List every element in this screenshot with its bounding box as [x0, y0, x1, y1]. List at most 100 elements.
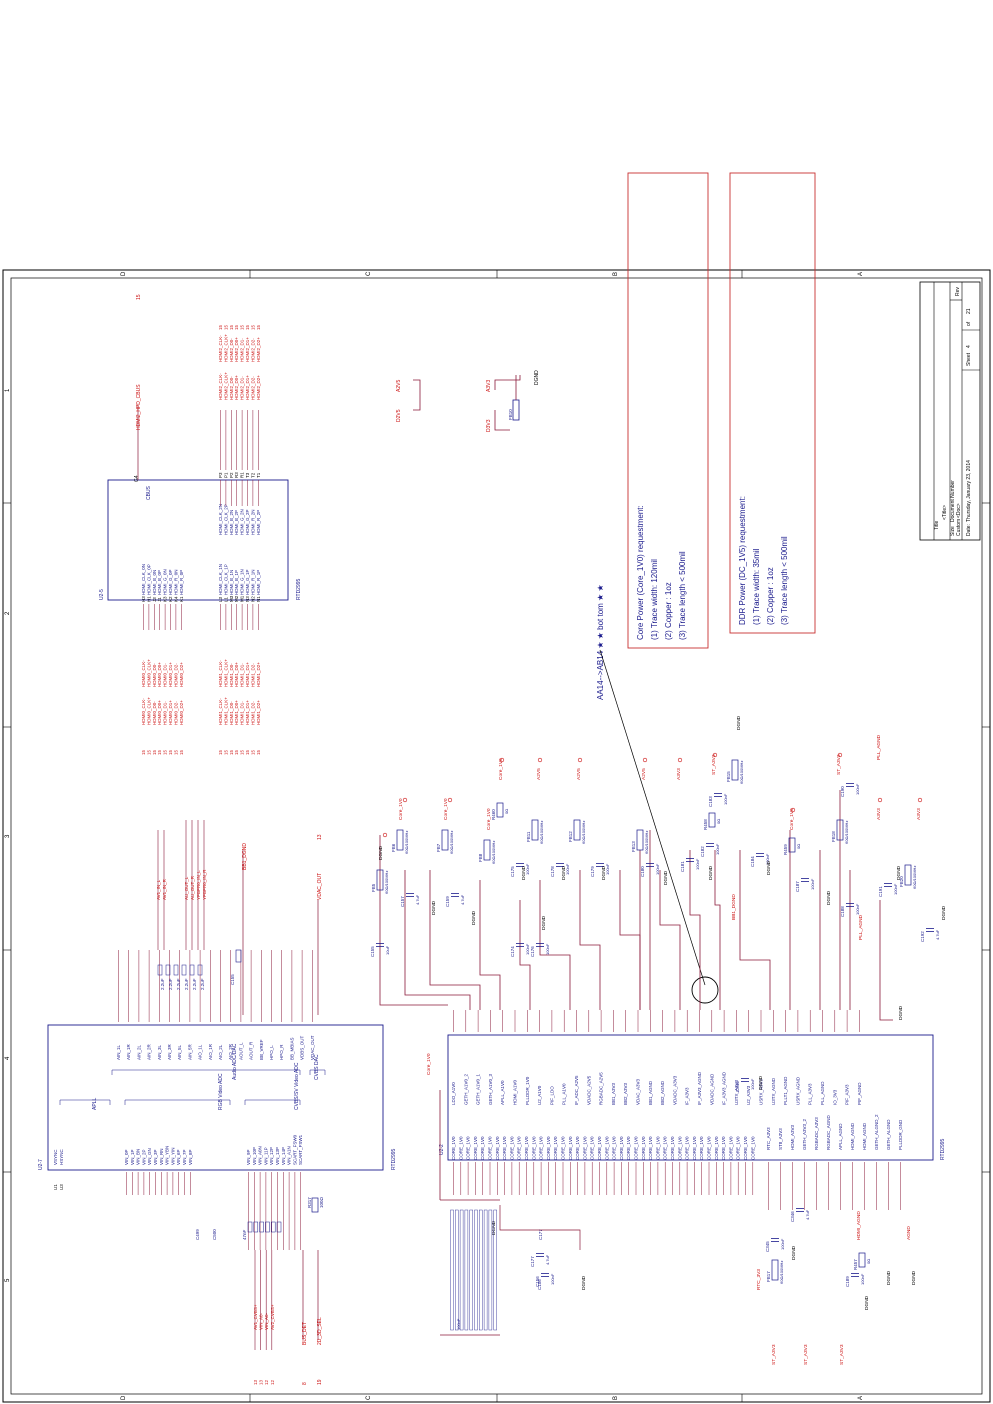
- cap-C183: C183: [708, 796, 713, 807]
- net-av-in-3: AV2_CVBS+: [270, 1304, 275, 1330]
- u22-core-pin-38: CORE_1V0: [728, 1136, 733, 1160]
- u25-right-num-1: P1: [223, 472, 228, 478]
- power-label-35: RTC_3V3: [756, 1269, 762, 1290]
- u22-core-pin-26: CORE_1V0: [641, 1136, 646, 1160]
- r317: R317 100Ω: [307, 1196, 324, 1213]
- u22-core-pin-37: CORE_1V0: [721, 1136, 726, 1160]
- net-hdmi1-ref-6: 15: [250, 749, 255, 755]
- power-label-32: AGND: [906, 1226, 912, 1240]
- net-hdmi2-1: HDMI2_CLK+: [223, 372, 228, 400]
- cap-C192: C192: [920, 931, 925, 942]
- cap-value-16: 100nF: [855, 783, 860, 795]
- u22-core-pin-27: CORE_1V0: [648, 1136, 653, 1160]
- u25-left-pin-3: HDMI_B_0P: [157, 570, 162, 595]
- u27-vin-pin-10: VIN_7P: [182, 1149, 187, 1165]
- u27-audio-pin-16: HPO_R: [279, 1044, 284, 1060]
- u22-bottom-pin-7: HDMI_AGND: [850, 1122, 855, 1150]
- u27-cvbs-pin-8: SCART_FSW0: [292, 1134, 297, 1165]
- u25-left-pin-6: HDMI_R_0N: [173, 569, 178, 595]
- net-av-in-2: VIN_A0-: [264, 1312, 269, 1330]
- ferrite-FB18: FB18: [831, 831, 836, 842]
- note-ddr-heading: DDR Power (DC_1V5) requestment:: [738, 496, 747, 625]
- zone-bottom-B: B: [613, 1396, 619, 1400]
- docnum-label: Document Number: [950, 480, 956, 522]
- u22-core-pin-0: CORE_1V0: [451, 1136, 456, 1160]
- u2-7-part: RTD2995: [391, 1148, 397, 1170]
- net-hdmi2-ref-2: 15: [229, 324, 234, 330]
- u22-top-pin-15: VDAC_A3V3: [636, 1078, 641, 1105]
- u27-vin-pin-7: VIN_YBN: [165, 1146, 170, 1165]
- net-hdmi1-dup-3: HDMI1_D0+: [234, 662, 239, 687]
- u2-7-group-brackets: [59, 1069, 326, 1105]
- net-hdmi2-ref-7: 15: [256, 324, 261, 330]
- net-hdmi2-dup-7: HDMI2_D2+: [256, 337, 261, 362]
- u27-sync-pin-0: VSYNC: [53, 1149, 58, 1165]
- cap-C182: C182: [700, 846, 705, 857]
- u27-vin-pin-2: VIN_BN: [136, 1149, 141, 1165]
- u22-core-pin-17: CORE_1V0: [575, 1136, 580, 1160]
- u25-right-pin-1: HDMI_CLK_2P: [223, 504, 228, 535]
- ferrite-value-8: 60Ω/100MHz: [779, 1261, 784, 1284]
- u25-left2-pin-5: HDMI_G_1P: [245, 569, 250, 595]
- u2-5-left2-pins: HDMI_CLK_1NL3HDMI_CLK_1PL1HDMI_B_1NM3HDM…: [218, 564, 261, 630]
- u25-left2-num-1: L1: [223, 596, 228, 602]
- supply-port-2: [447, 797, 453, 803]
- u22-core-pin-24: CORE_1V0: [626, 1136, 631, 1160]
- net-d3v3-top: D3V3: [486, 419, 492, 432]
- u22-core-pin-32: CORE_1V0: [685, 1136, 690, 1160]
- u27-sync-pin-1: HSYNC: [59, 1148, 64, 1165]
- net-hdmi2-dup-6: HDMI2_D2-: [250, 338, 255, 362]
- sheetref-av-in-0: 13: [253, 1379, 258, 1385]
- u22-top-pin-28: USRX_AGND: [795, 1076, 800, 1105]
- net-hdmi0-dup-3: HDMI0_D0+: [157, 662, 162, 687]
- hdmi0-net-labels: HDMI0_CLK-HDMI0_CLK-15HDMI0_CLK+HDMI0_CL…: [141, 659, 184, 755]
- u22-bottom-pin-11: PLLDDR_GND: [898, 1119, 903, 1150]
- note-core-item-2: (2) Copper : 1oz: [664, 582, 673, 640]
- u25-left2-pin-6: HDMI_R_1N: [250, 569, 255, 595]
- sheet-num: 4: [966, 345, 972, 348]
- u27-cvbs-pin-9: SCART_FSW1: [298, 1134, 303, 1165]
- u22-top-pin-26: U3TX_AGND: [771, 1077, 776, 1105]
- cap-C157: C157: [400, 896, 405, 907]
- power-a2v5-d2v5: [413, 379, 421, 411]
- net-hdmi2-ref-4: 15: [240, 324, 245, 330]
- of-label: of: [966, 321, 972, 326]
- net-hdmi0-1: HDMI0_CLK+: [146, 697, 151, 725]
- net-hdmi1-ref-5: 15: [245, 749, 250, 755]
- net-bus-det: BUS_DET: [302, 1322, 308, 1345]
- net-hdmi1-3: HDMI1_D0+: [234, 700, 239, 725]
- u22-bottom-pin-10: GETH_ALGND: [886, 1119, 891, 1150]
- resistor-R460: R460: [491, 809, 496, 820]
- u27-audio-pin-11: AIO_2R: [228, 1043, 233, 1060]
- net-audio-out-3: YPBPR0_IN_R: [202, 869, 207, 900]
- net-hdmi0-5: HDMI0_D1+: [168, 700, 173, 725]
- supply-port-1: [402, 797, 408, 803]
- u27-audio-pin-9: AIO_1R: [208, 1043, 213, 1060]
- cap-C177: C177: [530, 1256, 535, 1267]
- power-label-43: DGND: [791, 1245, 797, 1260]
- cap-value-17: 4.7uF: [935, 929, 940, 940]
- resistor-R459: R459: [783, 844, 788, 855]
- u22-top-pin-16: BB1_AGND: [648, 1080, 653, 1105]
- sheetref-2d-3d-sel: 19: [317, 1379, 323, 1385]
- size-value: Custom: [956, 519, 962, 536]
- net-hdmi0-ref-1: 15: [146, 749, 151, 755]
- u22-core-pin-21: CORE_1V0: [604, 1136, 609, 1160]
- supply-port-3: [499, 757, 505, 763]
- power-label-3: Core_1V0: [498, 758, 504, 780]
- sheetref-av-in-2: 12: [264, 1379, 269, 1385]
- u22-top-pin-1: GETH_A1V0_2: [463, 1073, 468, 1105]
- cap-value-19: 4.7uF: [545, 1254, 550, 1265]
- ferrite-FB20: FB20: [899, 876, 904, 887]
- net-hdmi1-dup-5: HDMI1_D1+: [245, 662, 250, 687]
- inner-frame: [10, 277, 983, 1395]
- net-hdmi2-7: HDMI2_D2+: [256, 375, 261, 400]
- cap-c500-ref: C500: [212, 1229, 217, 1240]
- cap-value-2: 4.7uF: [460, 894, 465, 905]
- u27-cvbs-pin-1: VIN_10P: [252, 1147, 257, 1165]
- u22-core-pin-18: CORE_1V0: [582, 1136, 587, 1160]
- cap-C346: C346: [790, 1211, 795, 1222]
- u22-top-pin-7: U2_A1V0: [537, 1085, 542, 1105]
- supply-port-11: [877, 797, 883, 803]
- u27-vin-pin-11: VIN_8P: [188, 1149, 193, 1165]
